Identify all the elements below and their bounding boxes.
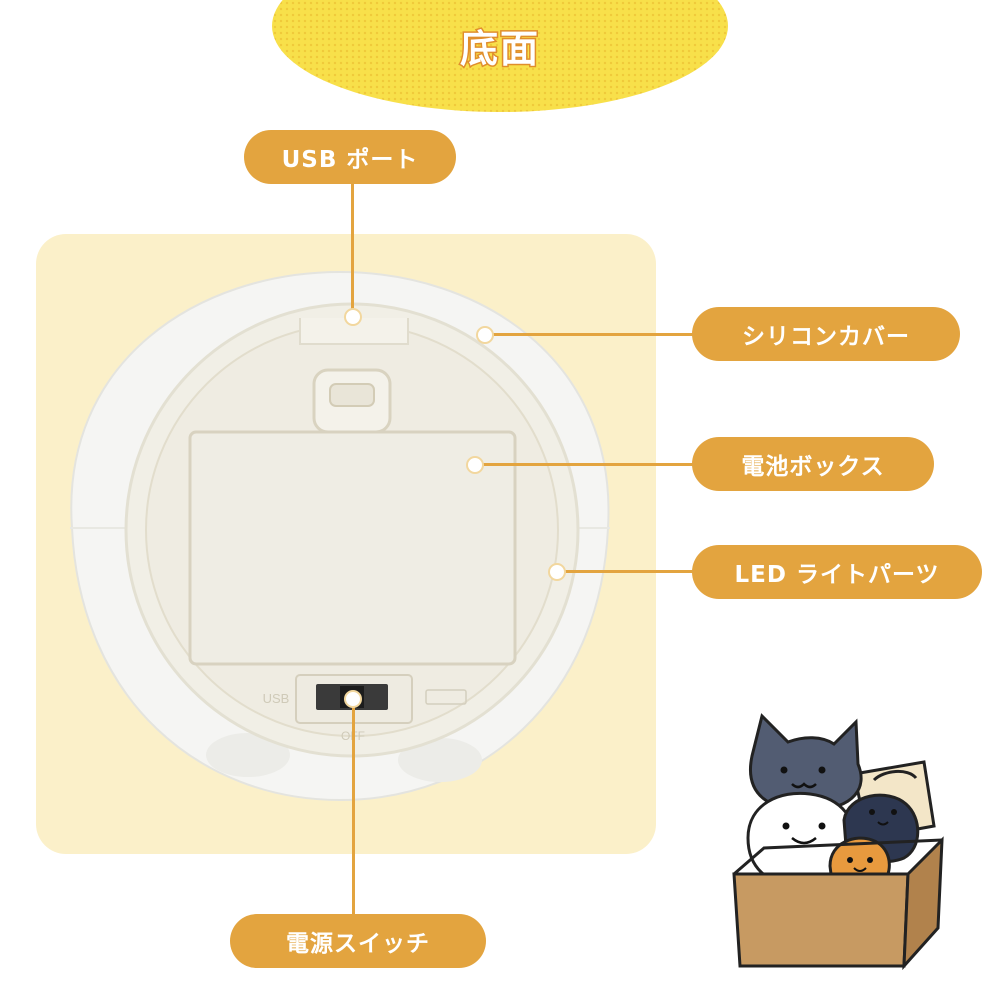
callout-power-switch: 電源スイッチ — [230, 914, 486, 968]
cardboard-box-side — [902, 836, 944, 970]
led-leader-line — [556, 570, 694, 573]
callout-silicone-cover: シリコンカバー — [692, 307, 960, 361]
foot-left — [206, 733, 290, 777]
switch-label-usb: USB — [263, 691, 290, 706]
silicone-dot — [476, 326, 494, 344]
battery-leader-line — [474, 463, 694, 466]
silicone-leader-line — [484, 333, 694, 336]
page-title: 底面 — [458, 26, 540, 73]
callout-usb-port: USB ポート — [244, 130, 456, 184]
cats-in-box-illustration — [732, 713, 944, 970]
battery-cover — [188, 430, 517, 666]
callout-led-light-parts: LED ライトパーツ — [692, 545, 982, 599]
grey-cat — [749, 713, 863, 812]
cardboard-box-front — [732, 872, 910, 968]
foot-right — [398, 738, 482, 782]
battery-dot — [466, 456, 484, 474]
callout-battery-box: 電池ボックス — [692, 437, 934, 491]
usb-leader-line — [351, 180, 354, 316]
switch-leader-line — [352, 698, 355, 916]
switch-dot — [344, 690, 362, 708]
led-dot — [548, 563, 566, 581]
usb-dot — [344, 308, 362, 326]
